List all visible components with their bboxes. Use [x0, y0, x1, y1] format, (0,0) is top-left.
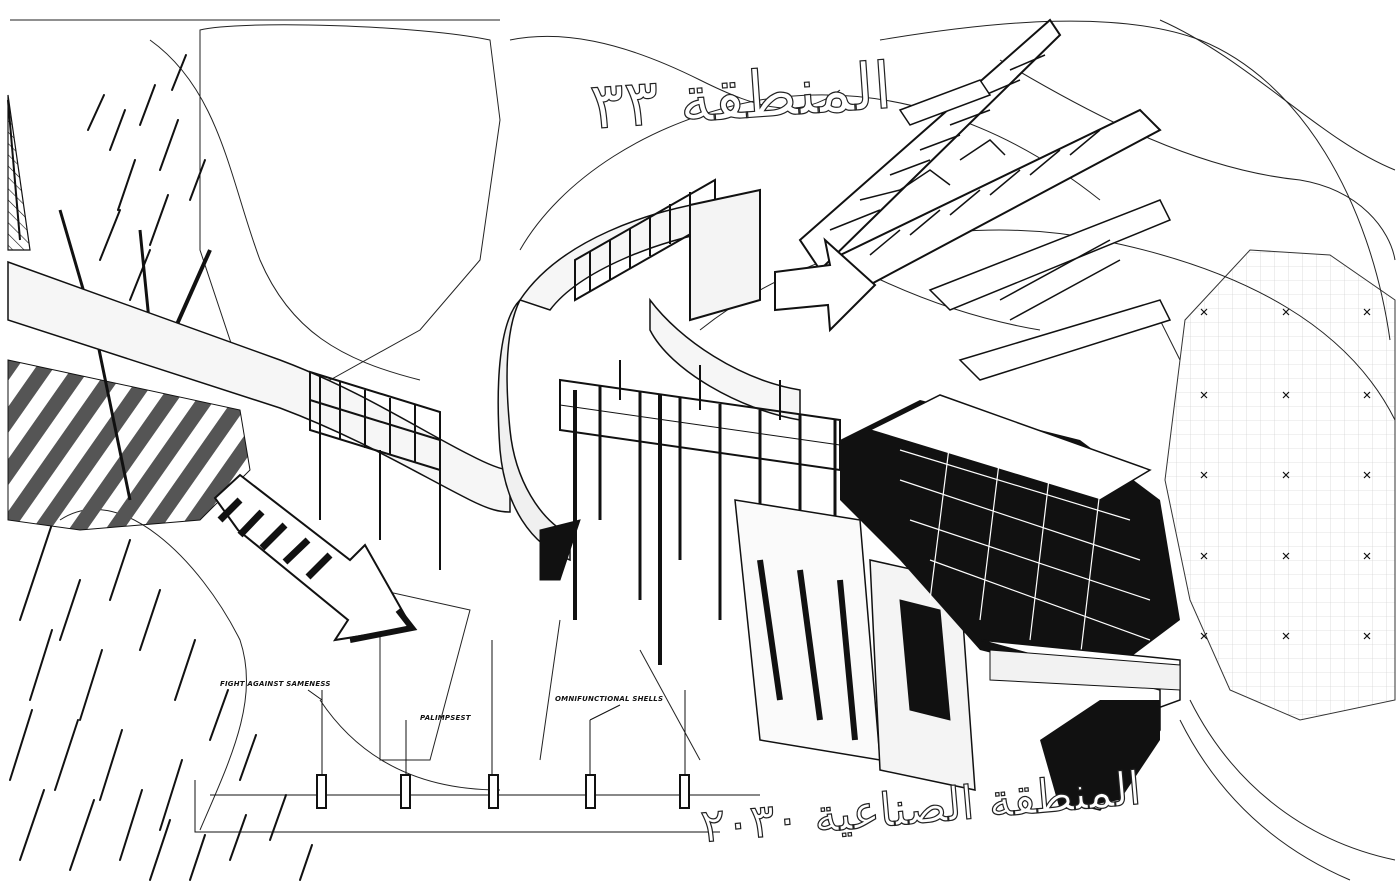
label-palimpsest: PALIMPSEST	[420, 714, 471, 722]
timeline-bar	[194, 640, 760, 833]
billboard-frames	[309, 178, 761, 570]
label-omnifunctional-shells: OMNIFUNCTIONAL SHELLS	[555, 695, 664, 703]
diagonal-dash-field	[9, 54, 313, 881]
grid-site-plan	[1164, 249, 1396, 721]
lattice-cranes	[798, 18, 1172, 381]
grid-cross-marks	[1200, 308, 1371, 640]
arrow-upper	[774, 237, 877, 333]
label-fight-against-sameness: FIGHT AGAINST SAMENESS	[220, 680, 331, 688]
striped-ground-plane	[7, 359, 251, 531]
direction-arrows	[213, 237, 877, 643]
arrow-lower	[213, 473, 414, 642]
steel-frame-structure	[539, 360, 976, 791]
roof-truss-mass	[840, 394, 1181, 811]
